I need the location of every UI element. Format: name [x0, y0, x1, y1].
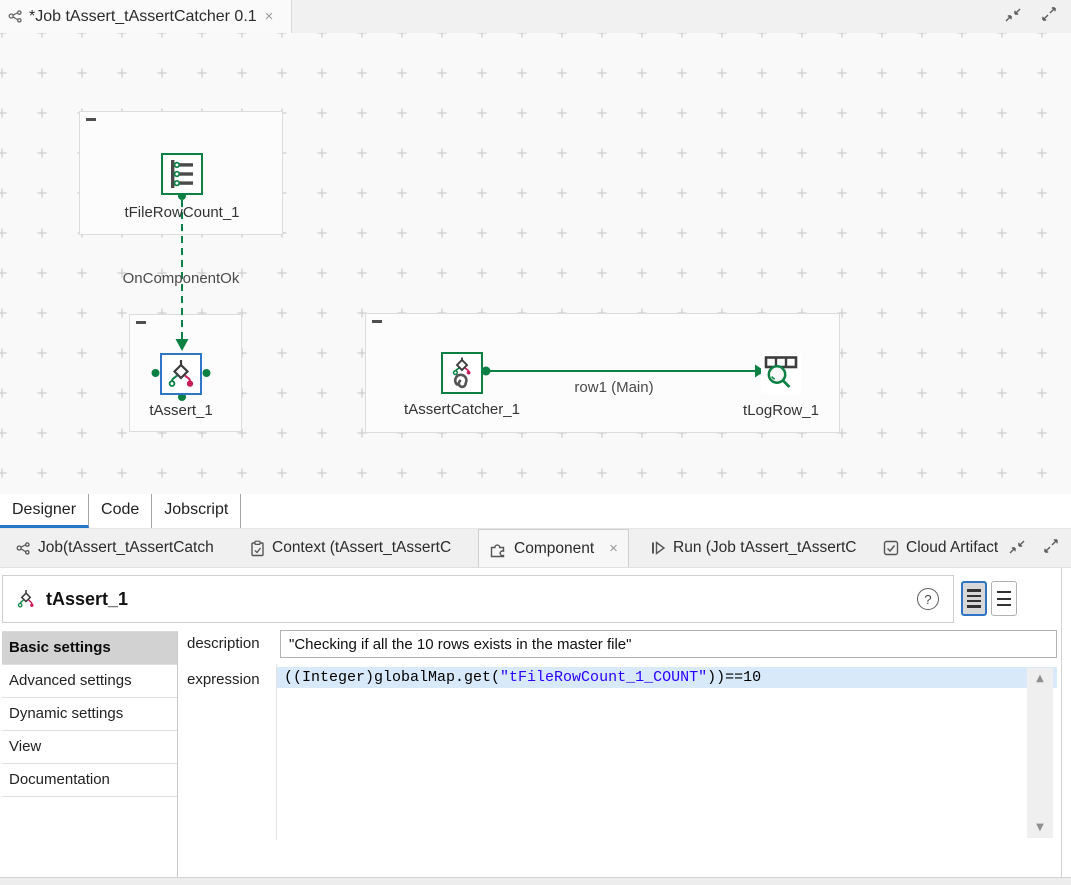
tab-context-view[interactable]: Context (tAssert_tAssertC — [240, 529, 461, 567]
cloud-artifact-icon — [883, 540, 899, 556]
expression-code: ((Integer)globalMap.get( — [284, 669, 501, 686]
node-tfilerowcount[interactable]: tFileRowCount_1 — [112, 153, 252, 221]
collapse-subjob-icon[interactable] — [136, 321, 146, 324]
tab-cloud-artifact[interactable]: Cloud Artifact — [873, 529, 1008, 567]
expression-code-line: ((Integer)globalMap.get("tFileRowCount_1… — [277, 667, 1057, 688]
restore-icon[interactable] — [1003, 7, 1023, 24]
collapse-subjob-icon[interactable] — [86, 118, 96, 121]
tab-run-view[interactable]: Run (Job tAssert_tAssertC — [640, 529, 866, 567]
component-settings-panel: tAssert_1 ? Basic settings Advanced sett… — [0, 568, 1071, 877]
job-icon — [8, 10, 23, 23]
tab-component-view[interactable]: Component × — [478, 529, 629, 567]
scrollbar-down-icon[interactable]: ▼ — [1036, 822, 1044, 833]
expression-label: expression — [187, 671, 260, 688]
component-title: tAssert_1 — [46, 588, 129, 609]
trigger-link-label[interactable]: OnComponentOk — [122, 270, 240, 287]
sidebar-item-basic-settings[interactable]: Basic settings — [2, 632, 177, 665]
sidebar-item-advanced-settings[interactable]: Advanced settings — [2, 665, 177, 698]
description-label: description — [187, 635, 260, 652]
node-tlogrow[interactable]: tLogRow_1 — [711, 354, 851, 419]
dense-list-view-button[interactable] — [961, 581, 987, 616]
job-icon — [16, 541, 31, 555]
panel-right-border — [1061, 568, 1062, 877]
collapse-subjob-icon[interactable] — [372, 320, 382, 323]
tfilerowcount-icon — [161, 153, 203, 195]
tab-designer[interactable]: Designer — [0, 494, 90, 528]
expression-code: ))==10 — [707, 669, 762, 686]
status-strip — [0, 877, 1071, 885]
node-label: tAssertCatcher_1 — [404, 401, 520, 418]
tab-code[interactable]: Code — [89, 494, 153, 528]
panel-controls — [1007, 539, 1061, 556]
component-icon — [489, 540, 507, 558]
canvas-grid — [0, 33, 1047, 478]
tassert-icon — [160, 353, 202, 395]
tab-label: Run (Job tAssert_tAssertC — [673, 539, 857, 556]
node-tassertcatcher[interactable]: tAssertCatcher_1 — [387, 352, 537, 418]
tab-jobscript[interactable]: Jobscript — [152, 494, 242, 528]
expression-scrollbar[interactable]: ▲ ▼ — [1027, 668, 1053, 838]
tab-label: Job(tAssert_tAssertCatch — [38, 539, 214, 556]
close-icon[interactable]: × — [609, 540, 618, 557]
tab-job-view[interactable]: Job(tAssert_tAssertCatch — [6, 529, 224, 567]
context-icon — [250, 540, 265, 557]
expression-editor[interactable]: ((Integer)globalMap.get("tFileRowCount_1… — [276, 664, 1057, 840]
tab-label: Context (tAssert_tAssertC — [272, 539, 452, 556]
view-tabs: Designer Code Jobscript — [0, 494, 1071, 529]
sparse-list-view-button[interactable] — [991, 581, 1017, 616]
editor-tabbar: *Job tAssert_tAssertCatcher 0.1 × — [0, 0, 1071, 34]
design-canvas[interactable]: tFileRowCount_1 tAssert_1 — [0, 33, 1071, 494]
close-icon[interactable]: × — [264, 8, 274, 25]
help-icon[interactable]: ? — [917, 588, 939, 610]
view-toggles — [961, 581, 1017, 616]
node-label: tLogRow_1 — [743, 402, 819, 419]
tab-label: Component — [514, 539, 595, 557]
node-tassert[interactable]: tAssert_1 — [111, 353, 251, 419]
restore-icon[interactable] — [1007, 539, 1027, 556]
run-icon — [650, 540, 666, 556]
sidebar-item-dynamic-settings[interactable]: Dynamic settings — [2, 698, 177, 731]
tab-label: Cloud Artifact — [906, 539, 999, 556]
sidebar-item-view[interactable]: View — [2, 731, 177, 764]
maximize-icon[interactable] — [1041, 539, 1061, 556]
node-label: tFileRowCount_1 — [124, 204, 240, 221]
tassertcatcher-icon — [441, 352, 483, 394]
maximize-icon[interactable] — [1039, 7, 1059, 24]
component-header: tAssert_1 ? — [2, 575, 954, 623]
sidebar-item-documentation[interactable]: Documentation — [2, 764, 177, 797]
editor-tab-job[interactable]: *Job tAssert_tAssertCatcher 0.1 × — [0, 0, 292, 33]
scrollbar-up-icon[interactable]: ▲ — [1036, 673, 1044, 684]
settings-sidebar: Basic settings Advanced settings Dynamic… — [2, 631, 178, 877]
panel-tabbar: Job(tAssert_tAssertCatch Context (tAsser… — [0, 529, 1071, 568]
tassert-icon — [15, 588, 37, 610]
window-controls — [1003, 7, 1059, 24]
node-label: tAssert_1 — [149, 402, 213, 419]
expression-string-literal: "tFileRowCount_1_COUNT" — [500, 669, 708, 686]
description-input[interactable] — [280, 630, 1057, 658]
tlogrow-icon — [761, 354, 801, 394]
row-link-label[interactable]: row1 (Main) — [574, 379, 654, 396]
editor-tab-title: *Job tAssert_tAssertCatcher 0.1 — [29, 7, 257, 25]
